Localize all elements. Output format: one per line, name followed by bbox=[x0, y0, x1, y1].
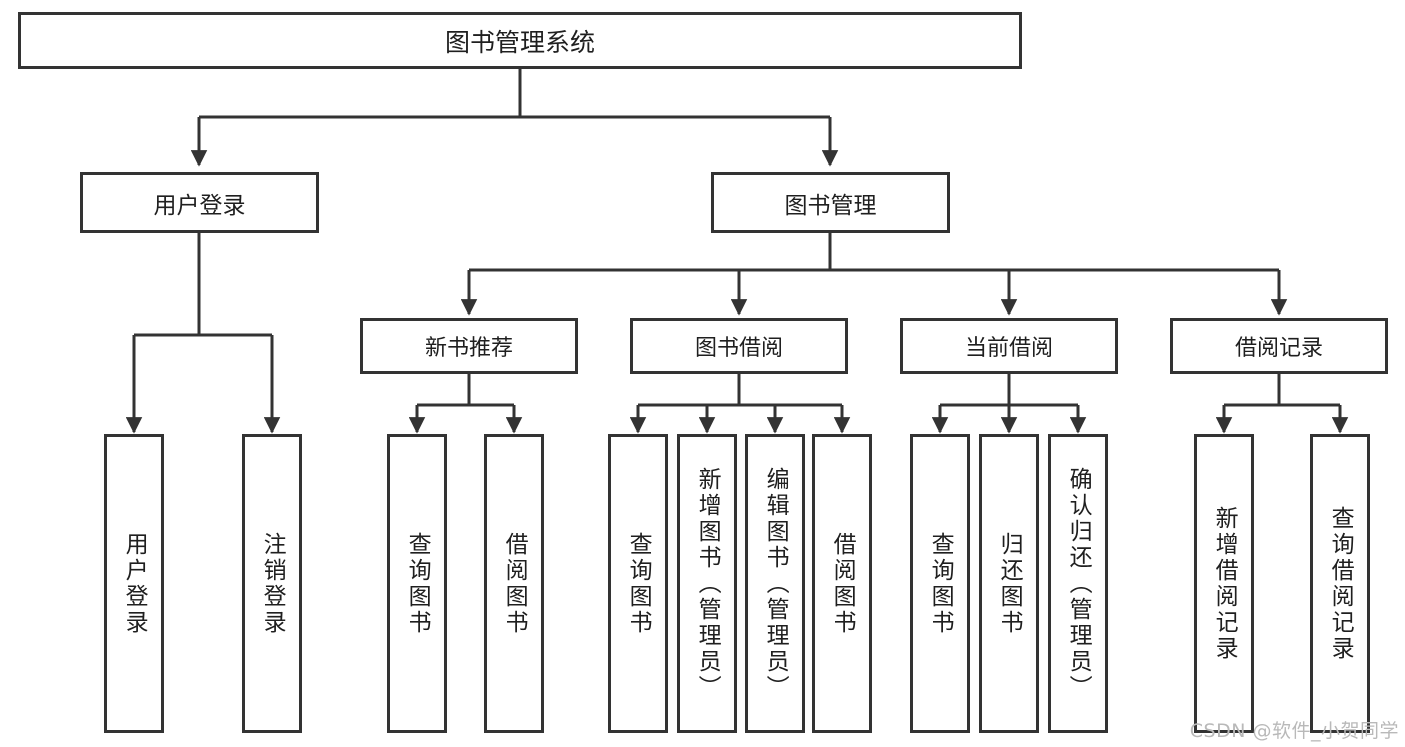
leaf-record-query-record[interactable]: 查询借阅记录 bbox=[1310, 434, 1370, 733]
leaf-current-query-book-label: 查询图书 bbox=[927, 531, 954, 636]
leaf-borrow-add-book[interactable]: 新增图书（管理员） bbox=[677, 434, 737, 733]
leaf-record-query-record-label: 查询借阅记录 bbox=[1327, 505, 1354, 662]
leaf-user-login-logout[interactable]: 注销登录 bbox=[242, 434, 302, 733]
leaf-borrow-borrow-book[interactable]: 借阅图书 bbox=[812, 434, 872, 733]
node-book-management[interactable]: 图书管理 bbox=[711, 172, 950, 233]
leaf-new-book-borrow[interactable]: 借阅图书 bbox=[484, 434, 544, 733]
leaf-borrow-edit-book[interactable]: 编辑图书（管理员） bbox=[745, 434, 805, 733]
leaf-user-login-login-label: 用户登录 bbox=[121, 531, 148, 636]
leaf-record-add-record[interactable]: 新增借阅记录 bbox=[1194, 434, 1254, 733]
node-book-management-label: 图书管理 bbox=[784, 192, 877, 219]
node-user-login-label: 用户登录 bbox=[153, 192, 246, 219]
leaf-borrow-query-book[interactable]: 查询图书 bbox=[608, 434, 668, 733]
leaf-new-book-query[interactable]: 查询图书 bbox=[387, 434, 447, 733]
leaf-borrow-borrow-book-label: 借阅图书 bbox=[829, 531, 856, 636]
node-user-login[interactable]: 用户登录 bbox=[80, 172, 319, 233]
csdn-watermark: CSDN @软件_小贺同学 bbox=[1189, 720, 1399, 742]
node-book-borrow[interactable]: 图书借阅 bbox=[630, 318, 848, 374]
leaf-new-book-borrow-label: 借阅图书 bbox=[501, 531, 528, 636]
leaf-borrow-add-book-label: 新增图书（管理员） bbox=[694, 466, 721, 701]
leaf-record-add-record-label: 新增借阅记录 bbox=[1211, 505, 1238, 662]
leaf-borrow-edit-book-label: 编辑图书（管理员） bbox=[762, 466, 789, 701]
node-root-label: 图书管理系统 bbox=[444, 27, 595, 57]
leaf-current-query-book[interactable]: 查询图书 bbox=[910, 434, 970, 733]
node-borrow-record-label: 借阅记录 bbox=[1234, 336, 1323, 361]
node-current-borrow[interactable]: 当前借阅 bbox=[900, 318, 1118, 374]
node-root[interactable]: 图书管理系统 bbox=[18, 12, 1022, 69]
leaf-current-return-book[interactable]: 归还图书 bbox=[979, 434, 1039, 733]
leaf-user-login-logout-label: 注销登录 bbox=[259, 531, 286, 636]
node-borrow-record[interactable]: 借阅记录 bbox=[1170, 318, 1388, 374]
leaf-current-confirm-return[interactable]: 确认归还（管理员） bbox=[1048, 434, 1108, 733]
node-book-borrow-label: 图书借阅 bbox=[694, 336, 783, 361]
node-current-borrow-label: 当前借阅 bbox=[964, 336, 1053, 361]
node-new-book-recommend-label: 新书推荐 bbox=[424, 336, 513, 361]
leaf-borrow-query-book-label: 查询图书 bbox=[625, 531, 652, 636]
leaf-current-return-book-label: 归还图书 bbox=[996, 531, 1023, 636]
leaf-new-book-query-label: 查询图书 bbox=[404, 531, 431, 636]
leaf-user-login-login[interactable]: 用户登录 bbox=[104, 434, 164, 733]
node-new-book-recommend[interactable]: 新书推荐 bbox=[360, 318, 578, 374]
leaf-current-confirm-return-label: 确认归还（管理员） bbox=[1065, 466, 1092, 701]
